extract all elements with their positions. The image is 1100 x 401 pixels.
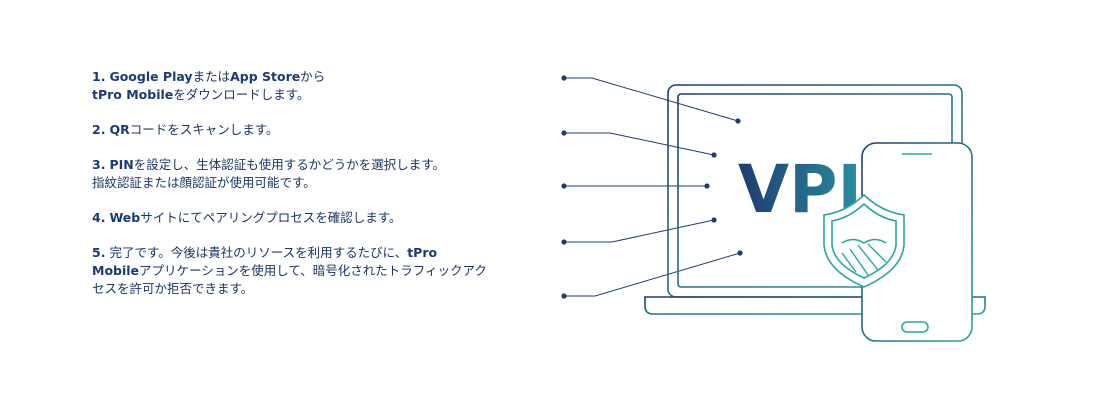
- app-name: tPro: [407, 245, 438, 260]
- step-3-line-2: 指紋認証または顔認証が使用可能です。: [92, 174, 532, 192]
- step-2: 2. QRコードをスキャンします。: [92, 121, 532, 139]
- step-5-line-1: 5. 完了です。今後は貴社のリソースを利用するたびに、tPro: [92, 244, 532, 262]
- step-2-line-1: 2. QRコードをスキャンします。: [92, 121, 532, 139]
- step-text: または: [192, 69, 231, 84]
- step-text: から: [300, 69, 326, 84]
- instruction-steps: 1. Google PlayまたはApp Storeから tPro Mobile…: [92, 68, 532, 315]
- connector-lines: [564, 77, 741, 297]
- step-number: 3.: [92, 157, 106, 172]
- step-text: をダウンロードします。: [173, 87, 310, 102]
- step-5: 5. 完了です。今後は貴社のリソースを利用するたびに、tPro Mobileアプ…: [92, 244, 532, 298]
- pin-label: PIN: [109, 157, 134, 172]
- step-5-line-2: Mobileアプリケーションを使用して、暗号化されたトラフィックアク: [92, 262, 532, 280]
- app-name: tPro Mobile: [92, 87, 174, 102]
- google-play-label: Google Play: [109, 69, 193, 84]
- web-label: Web: [109, 210, 141, 225]
- step-text: アプリケーションを使用して、暗号化されたトラフィックアク: [139, 263, 487, 278]
- qr-label: QR: [109, 122, 130, 137]
- step-1: 1. Google PlayまたはApp Storeから tPro Mobile…: [92, 68, 532, 104]
- step-text: 指紋認証または顔認証が使用可能です。: [92, 175, 316, 190]
- shield-icon: [823, 193, 905, 288]
- step-1-line-2: tPro Mobileをダウンロードします。: [92, 86, 532, 104]
- app-store-label: App Store: [230, 69, 301, 84]
- step-4: 4. Webサイトにてペアリングプロセスを確認します。: [92, 209, 532, 227]
- step-text: コードをスキャンします。: [129, 122, 279, 137]
- step-text: 完了です。今後は貴社のリソースを利用するたびに、: [109, 245, 408, 260]
- step-number: 2.: [92, 122, 106, 137]
- step-3-line-1: 3. PINを設定し、生体認証も使用するかどうかを選択します。: [92, 156, 532, 174]
- vpn-logo-text: VPI: [738, 151, 862, 228]
- app-name: Mobile: [92, 263, 140, 278]
- step-5-line-3: セスを許可か拒否できます。: [92, 280, 532, 298]
- step-text: サイトにてペアリングプロセスを確認します。: [140, 210, 402, 225]
- step-number: 1.: [92, 69, 106, 84]
- step-3: 3. PINを設定し、生体認証も使用するかどうかを選択します。 指紋認証または顔…: [92, 156, 532, 192]
- step-4-line-1: 4. Webサイトにてペアリングプロセスを確認します。: [92, 209, 532, 227]
- step-number: 5.: [92, 245, 106, 260]
- step-1-line-1: 1. Google PlayまたはApp Storeから: [92, 68, 532, 86]
- step-text: セスを許可か拒否できます。: [92, 281, 254, 296]
- step-number: 4.: [92, 210, 106, 225]
- step-text: を設定し、生体認証も使用するかどうかを選択します。: [133, 157, 445, 172]
- connector-dots: [561, 75, 743, 299]
